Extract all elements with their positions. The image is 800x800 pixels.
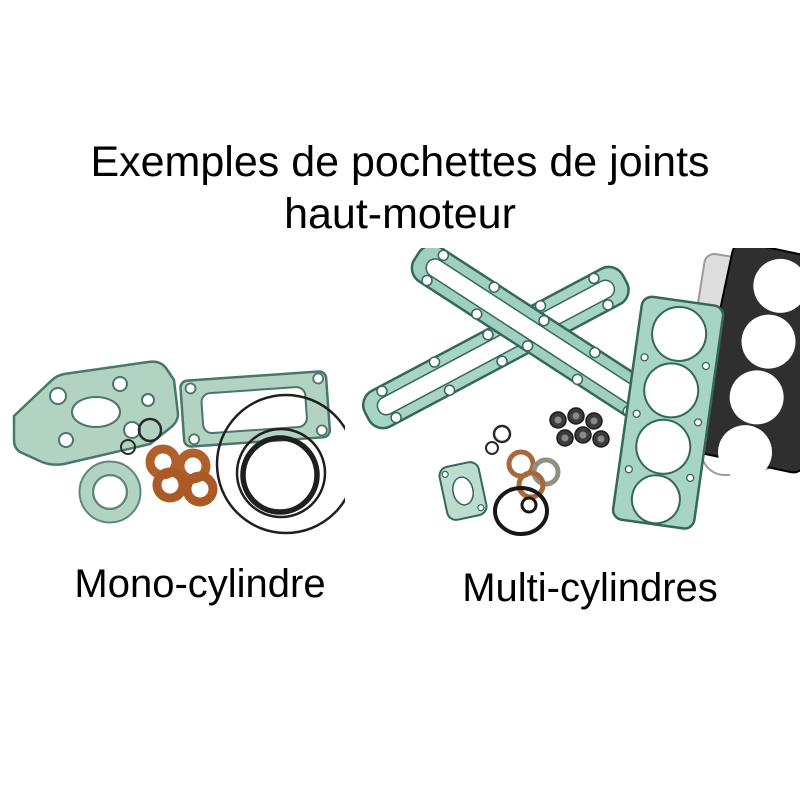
large-o-rings: [215, 393, 345, 535]
teal-head-gasket: [611, 295, 725, 530]
page-title: Exemples de pochettes de joints haut-mot…: [0, 136, 800, 240]
page-title-line2: haut-moteur: [284, 190, 516, 238]
mono-cylinder-label: Mono-cylindre: [74, 562, 326, 606]
small-teal-gasket: [438, 461, 488, 521]
page-title-line1: Exemples de pochettes de joints: [90, 138, 710, 186]
multi-cylinder-kit-photo: [361, 248, 800, 536]
mono-cylinder-kit-photo: [12, 360, 345, 535]
dark-head-gasket: [691, 248, 800, 480]
valve-stem-seals: [549, 407, 610, 448]
o-ring-with-dot: [493, 486, 549, 536]
cover-gasket: [179, 370, 332, 448]
valve-cover-gasket-1: [361, 265, 630, 430]
copper-washers: [145, 444, 218, 507]
small-o-rings: [120, 417, 163, 455]
base-gasket: [12, 360, 180, 466]
multi-cylinder-label: Multi-cylindres: [462, 566, 718, 610]
exhaust-ring-gasket: [78, 460, 142, 524]
